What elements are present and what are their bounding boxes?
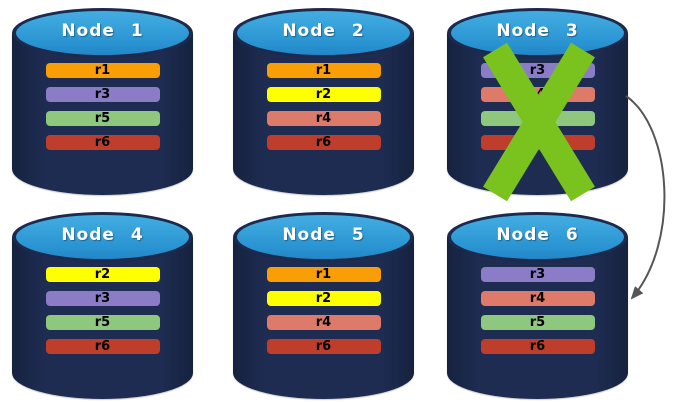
node-title: Node 6 bbox=[496, 225, 579, 245]
node-2: Node 2 r1 r2 r4 r6 bbox=[233, 8, 414, 195]
cylinder-top bbox=[451, 11, 624, 55]
node-title: Node 2 bbox=[282, 21, 365, 41]
replica-bar: r5 bbox=[480, 315, 595, 330]
replica-bar: r1 bbox=[45, 63, 160, 78]
cylinder-top bbox=[451, 215, 624, 259]
node-title: Node 3 bbox=[496, 21, 579, 41]
cylinder-top bbox=[237, 215, 410, 259]
cylinder-top-rim bbox=[447, 212, 628, 262]
cylinder-top bbox=[237, 11, 410, 55]
replica-bar: r2 bbox=[266, 291, 381, 306]
replica-list: r3 r4 r5 r6 bbox=[480, 267, 595, 354]
replica-bar: r3 bbox=[45, 291, 160, 306]
node-title: Node 1 bbox=[61, 21, 144, 41]
cylinder-top-rim bbox=[12, 8, 193, 58]
replica-bar: r2 bbox=[266, 87, 381, 102]
replica-bar: r3 bbox=[45, 87, 160, 102]
replica-bar: r5 bbox=[45, 315, 160, 330]
node-1: Node 1 r1 r3 r5 r6 bbox=[12, 8, 193, 195]
node-4: Node 4 r2 r3 r5 r6 bbox=[12, 212, 193, 399]
replica-bar: r4 bbox=[266, 315, 381, 330]
replica-bar: r6 bbox=[45, 339, 160, 354]
cylinder-top-rim bbox=[233, 8, 414, 58]
failure-x-icon bbox=[483, 42, 595, 202]
node-3: Node 3 r3 r4 r5 r6 bbox=[447, 8, 628, 202]
replica-bar: r3 bbox=[480, 267, 595, 282]
replica-list: r2 r3 r5 r6 bbox=[45, 267, 160, 354]
node-5: Node 5 r1 r2 r4 r6 bbox=[233, 212, 414, 399]
replica-bar: r6 bbox=[266, 339, 381, 354]
node-title: Node 4 bbox=[61, 225, 144, 245]
replica-bar: r1 bbox=[266, 63, 381, 78]
replica-bar: r5 bbox=[45, 111, 160, 126]
replica-bar: r6 bbox=[45, 135, 160, 150]
cylinder-top-rim bbox=[447, 8, 628, 58]
replica-bar: r1 bbox=[266, 267, 381, 282]
cylinder-top bbox=[16, 11, 189, 55]
cylinder-top bbox=[16, 215, 189, 259]
replica-bar: r6 bbox=[266, 135, 381, 150]
replica-bar: r2 bbox=[45, 267, 160, 282]
cylinder-top-rim bbox=[12, 212, 193, 262]
replica-list: r1 r2 r4 r6 bbox=[266, 63, 381, 150]
replica-list: r1 r2 r4 r6 bbox=[266, 267, 381, 354]
replica-bar: r4 bbox=[266, 111, 381, 126]
node-title: Node 5 bbox=[282, 225, 365, 245]
replica-list: r1 r3 r5 r6 bbox=[45, 63, 160, 150]
replica-bar: r6 bbox=[480, 339, 595, 354]
cylinder-top-rim bbox=[233, 212, 414, 262]
node-6: Node 6 r3 r4 r5 r6 bbox=[447, 212, 628, 399]
replica-bar: r4 bbox=[480, 291, 595, 306]
